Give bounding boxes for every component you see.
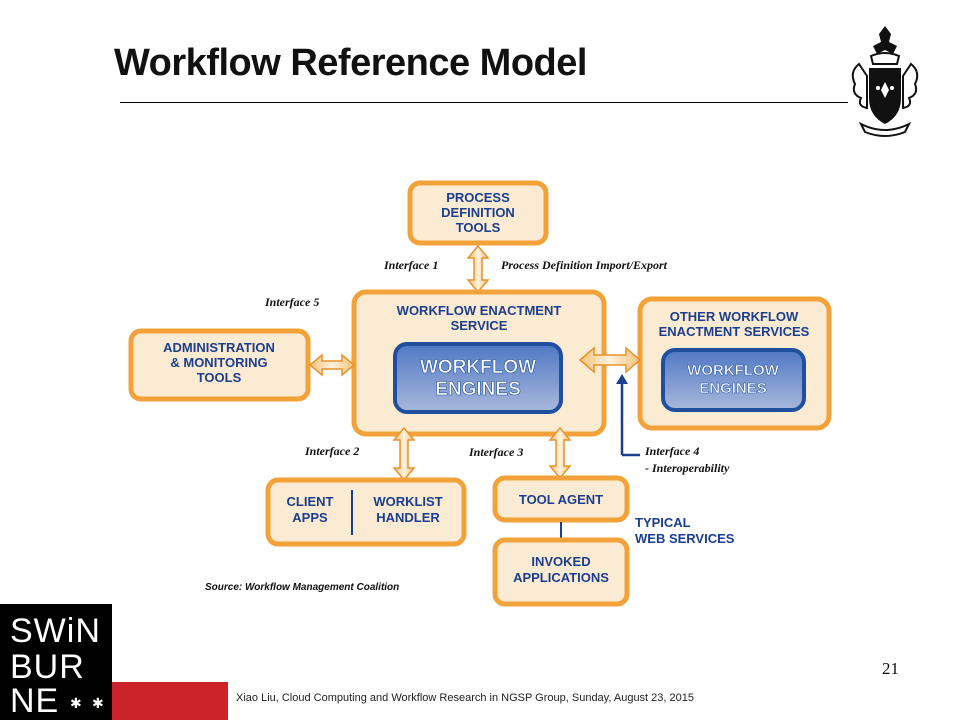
client-worklist-box: CLIENT APPS WORKLIST HANDLER (265, 477, 467, 547)
swinburne-wordmark: SWiN BUR NE ✱ ✱ (10, 612, 104, 720)
invoked-apps-box: INVOKED APPLICATIONS (492, 537, 630, 607)
page-number: 21 (882, 659, 899, 678)
other-services-line1: OTHER WORKFLOW (670, 309, 799, 324)
interface1-arrow (466, 244, 490, 294)
svg-text:✱: ✱ (92, 695, 104, 711)
svg-text:NE: NE (10, 682, 59, 720)
invoked-line1: INVOKED (531, 554, 590, 569)
process-definition-line1: PROCESS (446, 190, 510, 205)
process-definition-line2: DEFINITION (441, 205, 515, 220)
typical-web-line2: WEB SERVICES (635, 531, 735, 546)
engines-line2: ENGINES (435, 379, 521, 400)
worklist-line2: HANDLER (376, 510, 440, 525)
interface4-desc: - Interoperability (645, 461, 730, 475)
svg-text:BUR: BUR (10, 648, 85, 686)
client-apps-line1: CLIENT (287, 494, 334, 509)
interface3-label: Interface 3 (468, 445, 523, 459)
title-divider (120, 102, 848, 103)
engines-line1: WORKFLOW (420, 357, 536, 378)
client-apps-line2: APPS (292, 510, 328, 525)
interface4-arrow (578, 346, 642, 457)
admin-line2: & MONITORING (170, 355, 267, 370)
footer-red-bar (112, 682, 228, 720)
interface4-label: Interface 4 (644, 444, 699, 458)
process-definition-line3: TOOLS (456, 220, 501, 235)
other-services-line2: ENACTMENT SERVICES (659, 324, 810, 339)
enactment-line1: WORKFLOW ENACTMENT (397, 303, 562, 318)
enactment-line2: SERVICE (451, 318, 508, 333)
admin-line3: TOOLS (197, 370, 242, 385)
enactment-service-box: WORKFLOW ENACTMENT SERVICE WORKFLOW ENGI… (351, 289, 607, 437)
process-definition-box: PROCESS DEFINITION TOOLS (407, 180, 549, 246)
slide-title: Workflow Reference Model (114, 42, 587, 84)
admin-line1: ADMINISTRATION (163, 340, 275, 355)
interface3-arrow (548, 426, 572, 480)
footer-text: Xiao Liu, Cloud Computing and Workflow R… (236, 692, 694, 704)
admin-monitoring-box: ADMINISTRATION & MONITORING TOOLS (128, 328, 311, 402)
invoked-line2: APPLICATIONS (513, 570, 609, 585)
interface5-arrow (308, 353, 356, 377)
svg-text:✱: ✱ (70, 695, 82, 711)
other-engines-line1: WORKFLOW (687, 362, 779, 379)
swinburne-logo: SWiN BUR NE ✱ ✱ (0, 604, 112, 720)
typical-web-line1: TYPICAL (635, 515, 691, 530)
worklist-line1: WORKLIST (373, 494, 442, 509)
other-services-box: OTHER WORKFLOW ENACTMENT SERVICES WORKFL… (637, 296, 832, 431)
interface2-label: Interface 2 (304, 444, 359, 458)
interface1-label: Interface 1 (383, 258, 438, 272)
tool-agent-box: TOOL AGENT (492, 475, 630, 523)
interface2-arrow (392, 426, 416, 482)
source-caption: Source: Workflow Management Coalition (205, 582, 399, 593)
tool-agent-label: TOOL AGENT (519, 492, 603, 507)
interface1-desc: Process Definition Import/Export (501, 258, 668, 272)
svg-text:SWiN: SWiN (10, 612, 101, 650)
other-engines-line2: ENGINES (699, 380, 767, 397)
crest-icon (851, 26, 919, 137)
interface5-label: Interface 5 (264, 295, 319, 309)
